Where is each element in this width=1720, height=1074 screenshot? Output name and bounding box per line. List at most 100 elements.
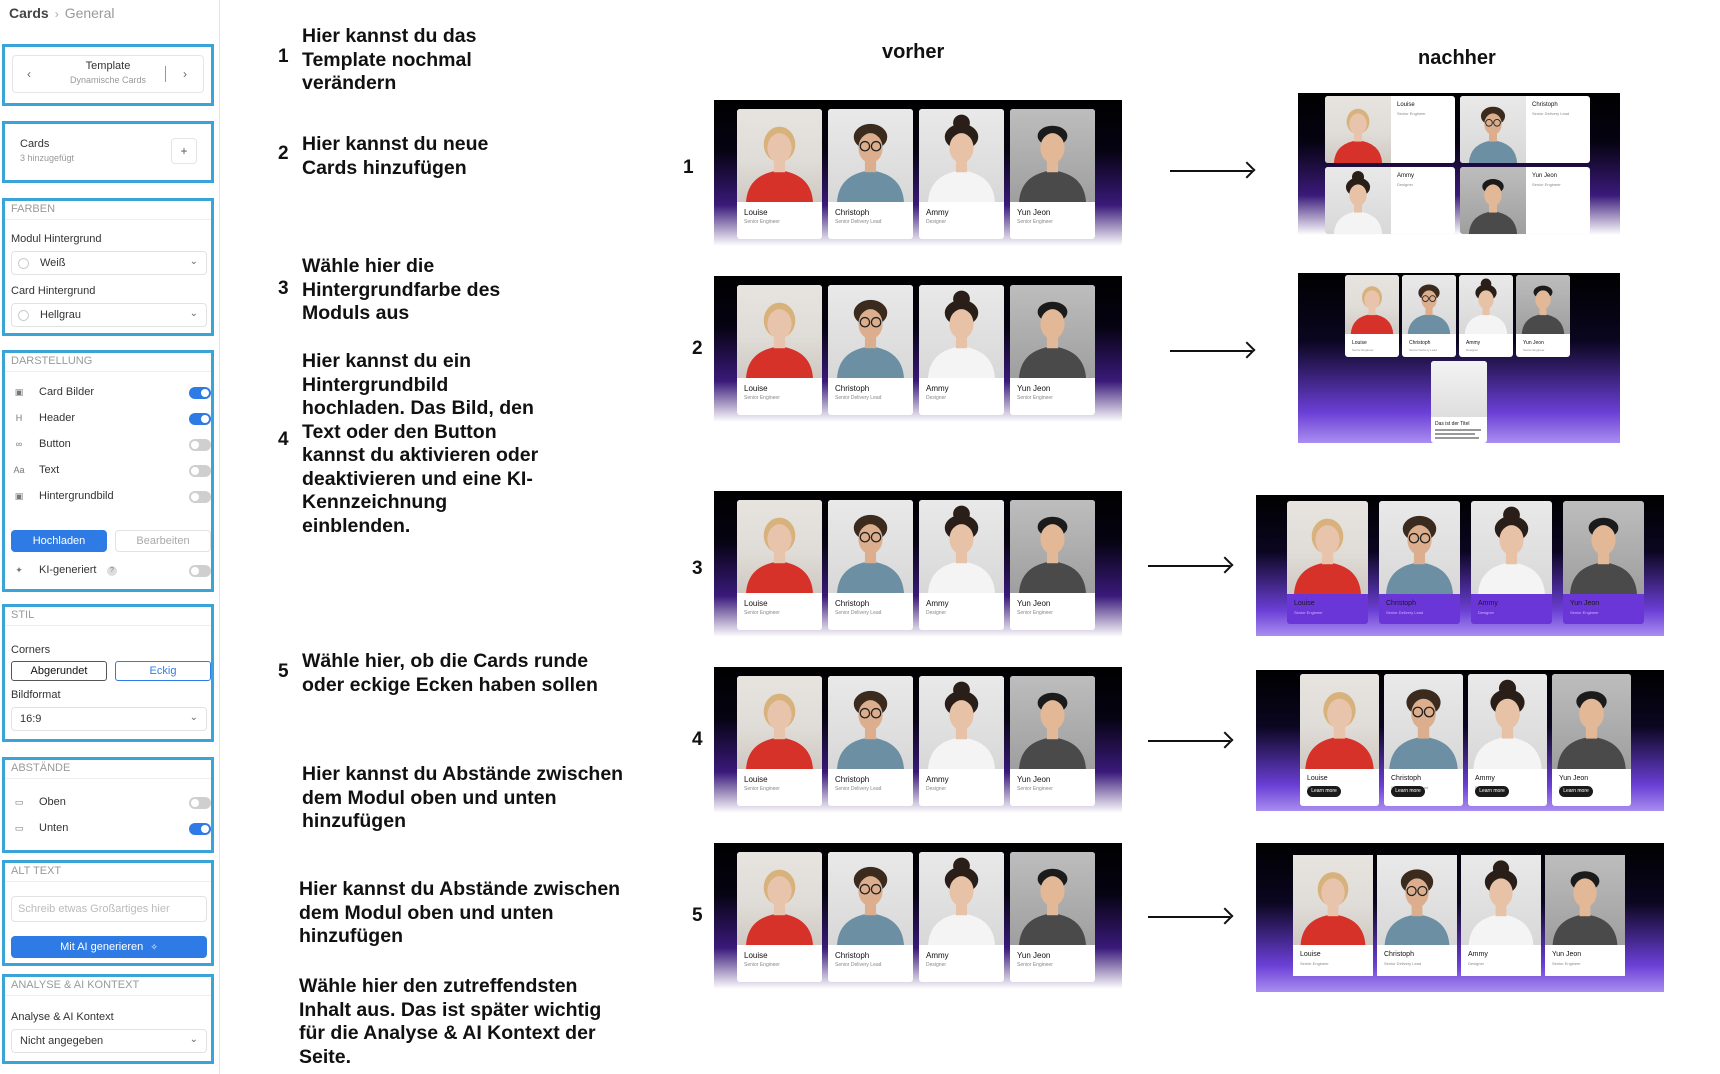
corners-rounded-option[interactable]: Abgerundet bbox=[11, 661, 107, 681]
portrait-image bbox=[919, 852, 1004, 945]
person-role: Senior Delivery Lead bbox=[835, 610, 882, 616]
oben-toggle[interactable] bbox=[189, 797, 211, 809]
toggle-switch[interactable] bbox=[189, 439, 211, 451]
person-name: Christoph bbox=[835, 208, 870, 217]
analyse-select[interactable]: Nicht angegeben ⌄ bbox=[11, 1029, 207, 1053]
person-card[interactable]: AmmyDesignerLearn more bbox=[1468, 674, 1547, 806]
portrait-image bbox=[1325, 96, 1391, 163]
modul-hintergrund-select[interactable]: Weiß ⌄ bbox=[11, 251, 207, 275]
alt-text-input[interactable]: Schreib etwas Großartiges hier bbox=[11, 896, 207, 922]
toggle-switch[interactable] bbox=[189, 491, 211, 503]
person-name: Yun Jeon bbox=[1570, 600, 1600, 607]
bildformat-select[interactable]: 16:9 ⌄ bbox=[11, 707, 207, 731]
portrait-image bbox=[737, 852, 822, 945]
chevron-right-icon[interactable]: › bbox=[183, 67, 187, 81]
card-button[interactable]: Learn more bbox=[1391, 786, 1425, 797]
toggle-switch[interactable] bbox=[189, 413, 211, 425]
card-hintergrund-select[interactable]: Hellgrau ⌄ bbox=[11, 303, 207, 327]
person-role: Designer bbox=[926, 219, 947, 225]
instruction-text: Wähle hier, ob die Cards runde oder ecki… bbox=[302, 650, 598, 696]
select-value: 16:9 bbox=[20, 713, 42, 725]
chevron-down-icon: ⌄ bbox=[189, 308, 198, 319]
person-name: Ammy bbox=[1468, 951, 1488, 958]
step-number: 1 bbox=[278, 46, 289, 67]
chevron-left-icon[interactable]: ‹ bbox=[27, 67, 31, 81]
person-role: Senior Engineer bbox=[744, 786, 780, 792]
person-name: Christoph bbox=[1386, 600, 1416, 607]
arrow-right-icon bbox=[1148, 565, 1230, 567]
portrait-image bbox=[1468, 674, 1547, 769]
ai-generate-button[interactable]: Mit AI generieren ✧ bbox=[11, 936, 207, 958]
chevron-down-icon: ⌄ bbox=[189, 256, 198, 267]
card-button[interactable]: Learn more bbox=[1559, 786, 1593, 797]
add-card-button[interactable]: + bbox=[171, 138, 197, 164]
select-value: Weiß bbox=[40, 257, 66, 269]
step-number: 3 bbox=[278, 278, 289, 299]
person-role: Senior Engineer bbox=[744, 610, 780, 616]
corners-square-option[interactable]: Eckig bbox=[115, 661, 211, 681]
template-switcher: ‹ Template Dynamische Cards › bbox=[12, 55, 204, 93]
instruction-text: Hier kannst du neue Cards hinzufügen bbox=[302, 133, 489, 179]
upload-button[interactable]: Hochladen bbox=[11, 530, 107, 552]
after-heading: nachher bbox=[1418, 47, 1496, 69]
person-name: Yun Jeon bbox=[1017, 208, 1051, 217]
unten-toggle[interactable] bbox=[189, 823, 211, 835]
color-swatch bbox=[18, 258, 29, 269]
card-button[interactable]: Learn more bbox=[1307, 786, 1341, 797]
toggle-switch[interactable] bbox=[189, 387, 211, 399]
text-card[interactable]: Das ist der Titel bbox=[1431, 361, 1487, 443]
card-button[interactable]: Learn more bbox=[1475, 786, 1509, 797]
help-icon[interactable]: ? bbox=[107, 566, 117, 576]
person-name: Louise bbox=[1300, 951, 1321, 958]
edit-button[interactable]: Bearbeiten bbox=[115, 530, 211, 552]
instruction-text: Wähle hier die Hintergrundfarbe des Modu… bbox=[302, 255, 501, 324]
toggle-switch[interactable] bbox=[189, 465, 211, 477]
portrait-image bbox=[1300, 674, 1379, 769]
person-role: Senior Engineer bbox=[1017, 395, 1053, 401]
breadcrumb-root[interactable]: Cards bbox=[9, 5, 49, 21]
toggle-label: Text bbox=[39, 464, 60, 476]
ki-generiert-toggle[interactable] bbox=[189, 565, 211, 577]
